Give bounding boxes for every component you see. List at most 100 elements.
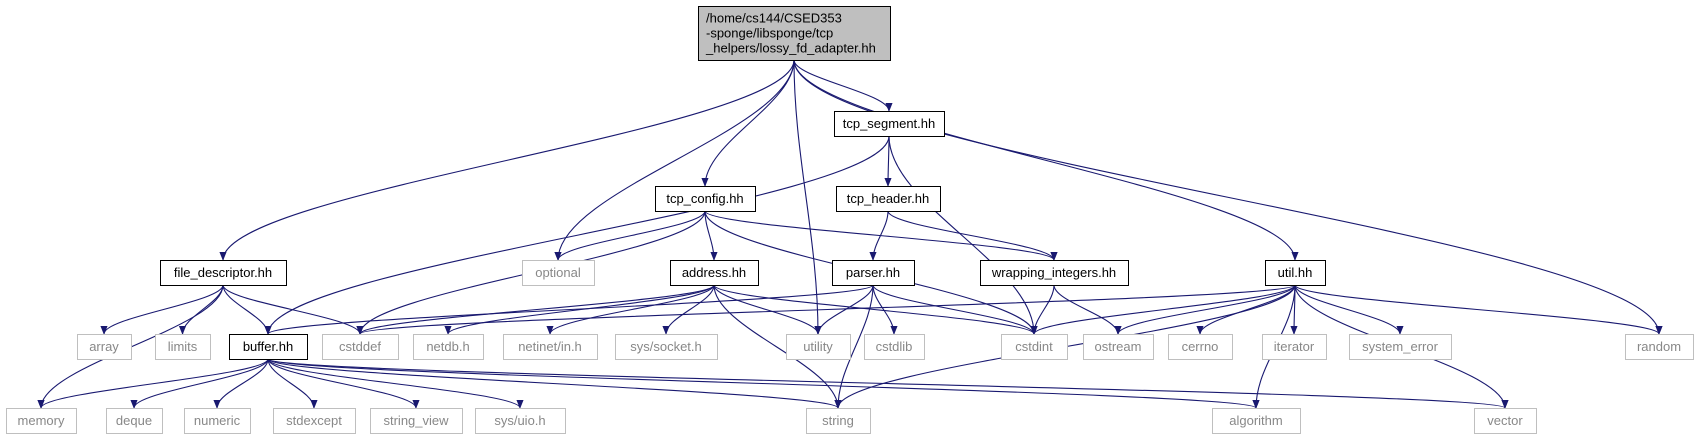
edge-tcp-config-to-wrapping-integers (704, 210, 1058, 261)
node-utility-label: utility (803, 339, 833, 354)
node-ostream-label: ostream (1095, 339, 1142, 354)
node-optional-box (522, 260, 595, 286)
edge-file-descriptor-to-cstddef (222, 284, 364, 335)
node-memory-label: memory (18, 413, 65, 428)
edge-parser-to-utility (814, 284, 874, 335)
node-cstddef-label: cstddef (339, 339, 381, 354)
node-random: random (1625, 334, 1694, 360)
node-memory: memory (6, 408, 77, 434)
node-limits-box (155, 334, 211, 360)
node-address[interactable]: address.hh (670, 260, 759, 286)
node-netdb-label: netdb.h (426, 339, 469, 354)
node-cstdlib-label: cstdlib (876, 339, 913, 354)
node-util-box (1265, 260, 1326, 286)
edge-address-to-netinet (546, 284, 715, 335)
node-wrapping-integers-box (980, 260, 1129, 286)
edge-tcp-config-to-address (704, 210, 718, 261)
node-util[interactable]: util.hh (1265, 260, 1326, 286)
node-cerrno: cerrno (1168, 334, 1233, 360)
node-address-label: address.hh (682, 265, 746, 280)
edge-file-descriptor-to-buffer (222, 284, 272, 335)
node-tcp-header[interactable]: tcp_header.hh (836, 186, 941, 212)
node-cerrno-box (1168, 334, 1233, 360)
edge-root-to-tcp-segment (793, 59, 893, 112)
edge-tcp-segment-to-buffer (264, 135, 890, 335)
edge-buffer-to-deque (130, 358, 269, 409)
edge-util-to-cstdint (1030, 284, 1296, 335)
edge-root-to-tcp-config (701, 59, 795, 187)
node-string-box (806, 408, 871, 434)
nodes-layer: /home/cs144/CSED353-sponge/libsponge/tcp… (6, 6, 1694, 434)
node-file-descriptor-box (160, 260, 287, 286)
edge-parser-to-buffer (264, 284, 874, 335)
edge-root-to-file-descriptor (219, 59, 795, 261)
edge-buffer-to-memory (37, 358, 269, 409)
node-array: array (77, 334, 132, 360)
edge-parser-to-string (834, 284, 874, 409)
node-limits-label: limits (168, 339, 198, 354)
edge-address-to-cstddef (356, 284, 715, 335)
node-ostream-box (1083, 334, 1154, 360)
node-string-label: string (822, 413, 854, 428)
node-root[interactable]: /home/cs144/CSED353-sponge/libsponge/tcp… (698, 6, 891, 61)
node-stdexcept-box (273, 408, 356, 434)
node-algorithm-label: algorithm (1229, 413, 1282, 428)
node-wrapping-integers[interactable]: wrapping_integers.hh (980, 260, 1129, 286)
node-file-descriptor-label: file_descriptor.hh (174, 265, 272, 280)
edge-util-to-ostream (1114, 284, 1296, 335)
node-buffer[interactable]: buffer.hh (229, 334, 308, 360)
node-algorithm-box (1212, 408, 1301, 434)
node-buffer-label: buffer.hh (243, 339, 293, 354)
node-netdb: netdb.h (413, 334, 484, 360)
node-vector: vector (1474, 408, 1537, 434)
node-tcp-config[interactable]: tcp_config.hh (655, 186, 756, 212)
edge-util-to-cerrno (1196, 284, 1296, 335)
edge-buffer-to-string-view (267, 358, 420, 409)
node-root-label: _helpers/lossy_fd_adapter.hh (705, 41, 876, 56)
node-syssocket: sys/socket.h (615, 334, 718, 360)
node-cstdint-label: cstdint (1015, 339, 1053, 354)
node-array-box (77, 334, 132, 360)
node-system-error-box (1349, 334, 1452, 360)
node-iterator-box (1262, 334, 1327, 360)
node-wrapping-integers-label: wrapping_integers.hh (991, 265, 1116, 280)
node-tcp-segment[interactable]: tcp_segment.hh (834, 111, 945, 137)
edge-root-to-optional (554, 59, 795, 261)
edge-tcp-config-to-optional (554, 210, 706, 261)
edge-parser-to-cstdlib (872, 284, 898, 335)
edge-buffer-to-sysuio (267, 358, 524, 409)
node-deque-label: deque (116, 413, 152, 428)
edge-buffer-to-vector (267, 358, 1509, 409)
node-netinet-label: netinet/in.h (518, 339, 582, 354)
node-deque-box (106, 408, 163, 434)
edge-tcp-segment-to-cstdint (888, 135, 1038, 335)
node-numeric-box (184, 408, 251, 434)
node-root-box (698, 6, 891, 61)
edge-wrapping-integers-to-ostream (1053, 284, 1122, 335)
node-root-label: -sponge/libsponge/tcp (706, 26, 833, 41)
node-netinet-box (503, 334, 598, 360)
node-syssocket-label: sys/socket.h (630, 339, 702, 354)
node-parser[interactable]: parser.hh (832, 260, 915, 286)
node-utility: utility (786, 334, 851, 360)
node-random-box (1625, 334, 1694, 360)
node-array-label: array (89, 339, 119, 354)
node-string: string (806, 408, 871, 434)
node-tcp-config-box (655, 186, 756, 212)
edge-util-to-random (1294, 284, 1663, 335)
node-system-error: system_error (1349, 334, 1452, 360)
node-buffer-box (229, 334, 308, 360)
node-numeric-label: numeric (194, 413, 241, 428)
edge-root-to-util (793, 59, 1299, 261)
edge-tcp-segment-to-tcp-header (884, 135, 892, 187)
node-parser-box (832, 260, 915, 286)
node-tcp-config-label: tcp_config.hh (666, 191, 743, 206)
node-vector-label: vector (1487, 413, 1523, 428)
node-file-descriptor[interactable]: file_descriptor.hh (160, 260, 287, 286)
node-iterator: iterator (1262, 334, 1327, 360)
node-address-box (670, 260, 759, 286)
node-optional: optional (522, 260, 595, 286)
edge-buffer-to-algorithm (267, 358, 1260, 409)
node-tcp-header-box (836, 186, 941, 212)
node-sysuio-box (475, 408, 566, 434)
